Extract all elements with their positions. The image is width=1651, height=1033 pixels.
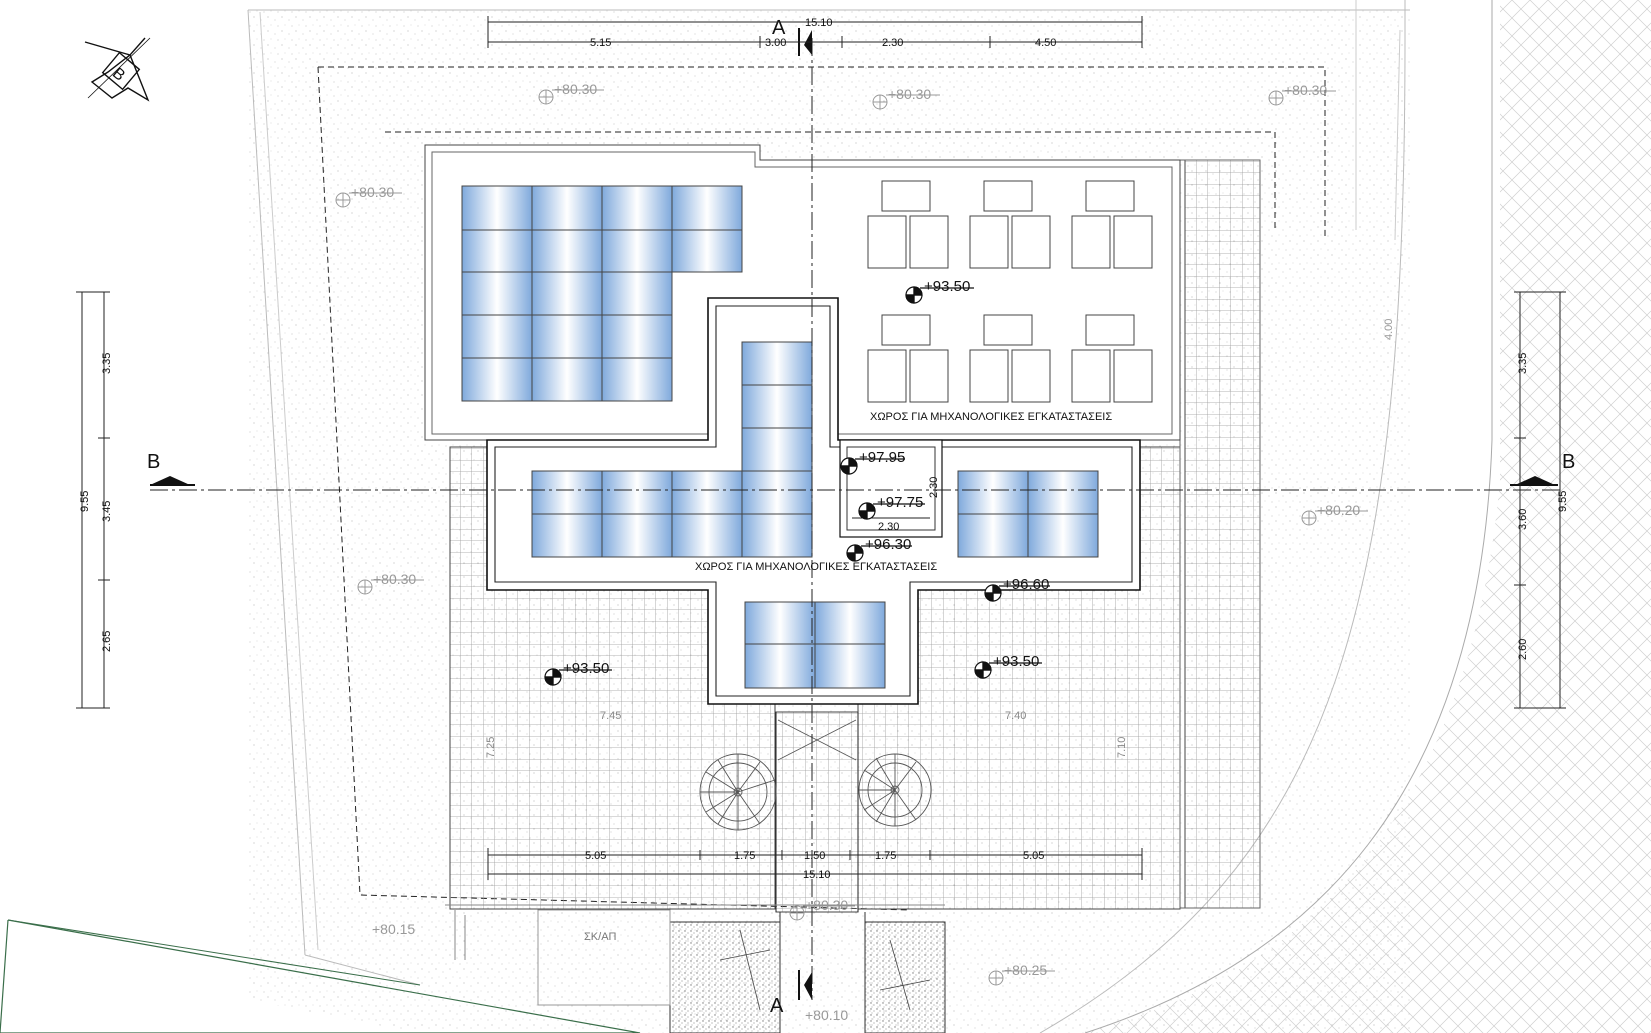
- stair-corridor: [775, 711, 859, 913]
- dim-top-seg-2: 3.00: [765, 37, 786, 49]
- dim-bottom-seg-4: 1.75: [875, 850, 896, 862]
- roof-level-6: +93.50: [563, 660, 609, 677]
- dim-top-total: 15.10: [805, 17, 833, 29]
- mech-units: [867, 180, 1153, 403]
- dim-right-seg-1: 3.35: [1517, 353, 1529, 374]
- dim-right-seg-2: 3.60: [1517, 509, 1529, 530]
- dim-terrace-right-depth: 7.10: [1116, 737, 1128, 758]
- lift-box: [839, 439, 943, 538]
- dim-bottom-seg-1: 5.05: [585, 850, 606, 862]
- green-strip: [0, 919, 641, 1033]
- roof-level-2: +97.95: [859, 449, 905, 466]
- dim-terrace-right-width: 7.40: [1005, 710, 1026, 722]
- entrance-area: [445, 904, 946, 1033]
- cross-block: [486, 297, 1141, 705]
- ground-level-4: +80.30: [351, 184, 394, 200]
- roof-level-4: +96.30: [865, 536, 911, 553]
- north-arrow-icon: [84, 37, 151, 102]
- dim-terrace-left-depth: 7.25: [485, 737, 497, 758]
- mech-space-label-lower: ΧΩΡΟΣ ΓΙΑ ΜΗΧΑΝΟΛΟΓΙΚΕΣ ΕΓΚΑΤΑΣΤΑΣΕΙΣ: [695, 561, 937, 573]
- roof-level-markers: [544, 286, 1050, 686]
- ground-level-10: +80.25: [1004, 962, 1047, 978]
- terrace-right-strip: [1179, 159, 1261, 909]
- dim-top-seg-3: 2.30: [882, 37, 903, 49]
- dim-right-total: 9.55: [1557, 491, 1569, 512]
- ground-level-6: +80.20: [1317, 502, 1360, 518]
- dim-box-height: 2.30: [928, 477, 940, 498]
- dim-top-seg-4: 4.50: [1035, 37, 1056, 49]
- roof-level-5: +96.60: [1003, 576, 1049, 593]
- section-label-a-bottom: A: [770, 995, 784, 1017]
- spiral-stair-left: [699, 753, 777, 831]
- ground-level-1: +80.30: [554, 81, 597, 97]
- dim-left-lines: [76, 291, 110, 709]
- dim-bottom-seg-2: 1.75: [734, 850, 755, 862]
- pv-array-center-row: [531, 470, 743, 558]
- dim-box-width: 2.30: [878, 521, 899, 533]
- dim-bottom-seg-3: 1.50: [804, 850, 825, 862]
- pv-array-center-column: [741, 341, 813, 558]
- ground-level-7: +80.15: [372, 921, 415, 937]
- dim-right-lines: [1514, 291, 1566, 709]
- pv-array-bottom: [744, 601, 886, 689]
- dim-bottom-total: 15.10: [803, 869, 831, 881]
- dim-left-seg-1: 3.35: [101, 353, 113, 374]
- dim-top-seg-1: 5.15: [590, 37, 611, 49]
- dim-top-lines: [487, 16, 1143, 48]
- ground-level-9: +80.10: [805, 1007, 848, 1023]
- dim-right-seg-3: 2.60: [1517, 639, 1529, 660]
- section-label-b-right: B: [1562, 451, 1575, 473]
- dim-bottom-lines: [487, 848, 1143, 880]
- ground-level-8: +80.30: [805, 897, 848, 913]
- pv-array-right: [957, 470, 1099, 558]
- roof-level-7: +93.50: [993, 653, 1039, 670]
- roof-level-3: +97.75: [877, 494, 923, 511]
- north-arrow-letter: B: [109, 65, 128, 85]
- dim-bottom-seg-5: 5.05: [1023, 850, 1044, 862]
- ground-level-markers: [335, 89, 1368, 986]
- ground-level-5: +80.30: [373, 571, 416, 587]
- dim-left-seg-2: 3.45: [101, 501, 113, 522]
- roof-level-1: +93.50: [924, 278, 970, 295]
- dim-right-setback: 4.00: [1383, 319, 1395, 340]
- dim-left-total: 9.55: [79, 491, 91, 512]
- road-curb: [1039, 0, 1651, 1033]
- spiral-stair-right: [858, 753, 932, 827]
- skiap-label: ΣΚ/ΑΠ: [584, 931, 617, 943]
- ground-level-3: +80.30: [1284, 82, 1327, 98]
- mech-space-label-upper: ΧΩΡΟΣ ΓΙΑ ΜΗΧΑΝΟΛΟΓΙΚΕΣ ΕΓΚΑΤΑΣΤΑΣΕΙΣ: [870, 411, 1112, 423]
- pv-array-upper: [461, 185, 743, 402]
- section-label-b-left: B: [147, 451, 160, 473]
- dim-left-seg-3: 2.65: [101, 631, 113, 652]
- dim-terrace-left-width: 7.45: [600, 710, 621, 722]
- ground-level-2: +80.30: [888, 86, 931, 102]
- section-label-a-top: A: [772, 17, 786, 39]
